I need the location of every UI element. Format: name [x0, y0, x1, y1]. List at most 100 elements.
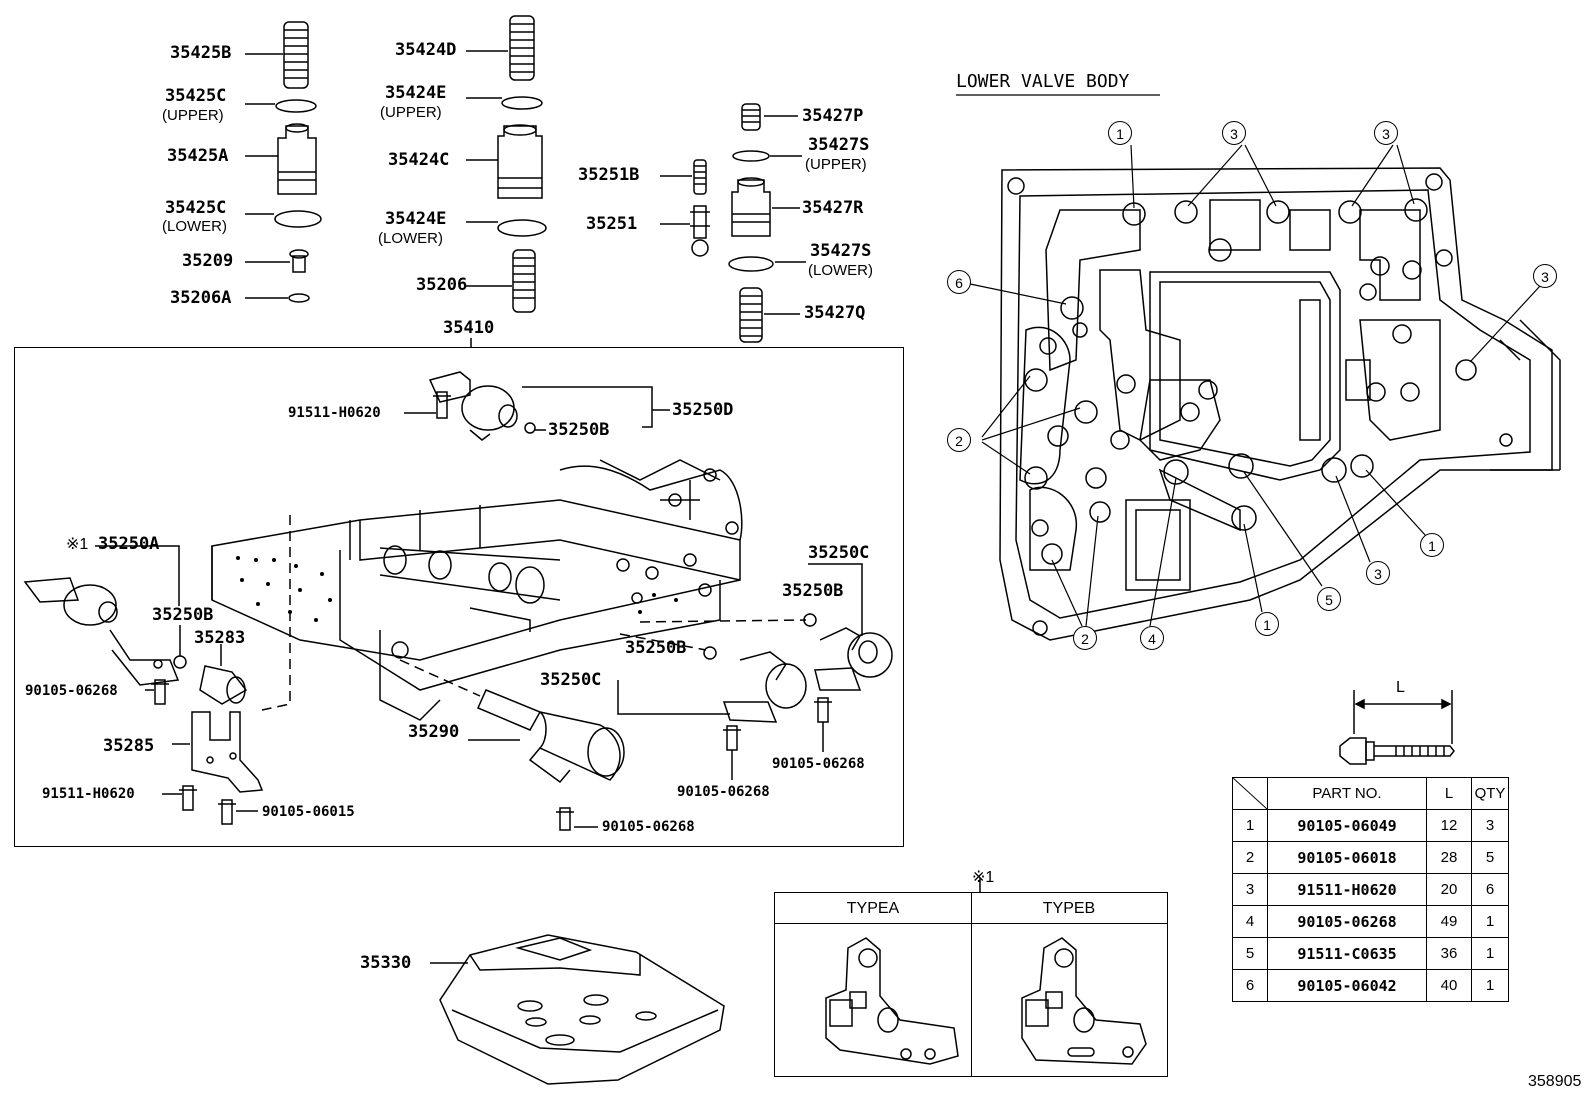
- row-number: 5: [1232, 937, 1268, 970]
- diagram-id: 358905: [1528, 1073, 1582, 1090]
- part-35424E-upper-label: 35424E: [385, 83, 447, 103]
- part-35206A-label: 35206A: [170, 288, 232, 308]
- spring-35206: [512, 249, 536, 313]
- callout-bolt-6: 6: [947, 270, 971, 294]
- part-35250B-right-label: 35250B: [782, 581, 844, 601]
- row-number: 6: [1232, 969, 1268, 1002]
- oring-35424E-lower: [497, 219, 547, 237]
- bolt-90105-06015-label: 90105-06015: [262, 804, 355, 820]
- sleeve-35283: [199, 665, 248, 705]
- row-part-no: 90105-06042: [1267, 969, 1427, 1002]
- row-length: 20: [1426, 873, 1472, 906]
- table-header-corner: [1232, 777, 1268, 810]
- part-35250A-label: 35250A: [98, 534, 160, 554]
- part-35424E-lower-label: 35424E: [385, 209, 447, 229]
- lower-note-c: (LOWER): [808, 262, 873, 279]
- part-35250C-mid-label: 35250C: [540, 670, 602, 690]
- callout-bolt-3: 3: [1366, 561, 1390, 585]
- part-35209-label: 35209: [182, 251, 234, 271]
- bracket-35285: [191, 711, 264, 793]
- row-qty: 6: [1471, 873, 1509, 906]
- part-35250C-right-label: 35250C: [808, 543, 870, 563]
- row-part-no: 90105-06018: [1267, 841, 1427, 874]
- table-row: 2 90105-06018 28 5: [1232, 841, 1509, 874]
- oring-35425C-lower: [274, 210, 322, 228]
- row-length: 40: [1426, 969, 1472, 1002]
- spring-35425B: [283, 21, 309, 89]
- row-length: 36: [1426, 937, 1472, 970]
- type-box-mark: ※1: [972, 869, 995, 886]
- upper-note-c: (UPPER): [805, 156, 867, 173]
- part-35206-label: 35206: [416, 275, 468, 295]
- callout-leaders: [969, 144, 1541, 627]
- sleeve-35427R: [731, 177, 771, 237]
- callout-bolt-5: 5: [1317, 587, 1341, 611]
- type-reference-mark: ※1: [66, 536, 89, 553]
- bolt-length-diagram: [1339, 690, 1455, 765]
- type-b-solenoid: [1021, 937, 1147, 1065]
- bolt-90105-06268-mid-label: 90105-06268: [677, 784, 770, 800]
- spring-35424D: [509, 15, 535, 81]
- plug-35209: [289, 249, 309, 273]
- table-row: 1 90105-06049 12 3: [1232, 809, 1509, 842]
- part-35427P-label: 35427P: [802, 106, 864, 126]
- type-a-solenoid: [825, 937, 959, 1065]
- oring-35427S-upper: [732, 150, 770, 162]
- row-number: 1: [1232, 809, 1268, 842]
- row-part-no: 91511-H0620: [1267, 873, 1427, 906]
- header-part-no: PART NO.: [1267, 777, 1427, 810]
- part-35290-label: 35290: [408, 722, 460, 742]
- callout-bolt-1: 1: [1420, 533, 1444, 557]
- callout-bolt-4: 4: [1140, 626, 1164, 650]
- header-qty: QTY: [1471, 777, 1509, 810]
- row-qty: 1: [1471, 937, 1509, 970]
- sleeve-35425A: [277, 123, 317, 195]
- table-row: 5 91511-C0635 36 1: [1232, 937, 1509, 970]
- callout-bolt-1: 1: [1255, 612, 1279, 636]
- part-35425B-label: 35425B: [170, 43, 232, 63]
- bolt-91511-H0620-bottom-label: 91511-H0620: [42, 786, 135, 802]
- spring-35427P: [741, 103, 761, 131]
- bolt-parts-table: PART NO. L QTY 1 90105-06049 12 3 2 9010…: [1232, 777, 1509, 1002]
- callout-bolt-3: 3: [1533, 264, 1557, 288]
- bolt-91511-H0620-top-label: 91511-H0620: [288, 405, 381, 421]
- type-b-label: TYPEB: [1042, 900, 1096, 917]
- oil-strainer-35330: [439, 934, 725, 1085]
- callout-bolt-3: 3: [1374, 121, 1398, 145]
- part-35283-label: 35283: [194, 628, 246, 648]
- bolt-90105-06268-center-label: 90105-06268: [602, 819, 695, 835]
- table-row: 6 90105-06042 40 1: [1232, 969, 1509, 1002]
- diagonal-divider-icon: [1233, 778, 1267, 809]
- lower-note-a: (LOWER): [162, 218, 227, 235]
- part-35427Q-label: 35427Q: [804, 303, 866, 323]
- part-35427R-label: 35427R: [802, 198, 864, 218]
- row-number: 4: [1232, 905, 1268, 938]
- bolt-90105-06268-center: [556, 807, 574, 831]
- callout-bolt-2: 2: [947, 428, 971, 452]
- part-35330-label: 35330: [360, 953, 412, 973]
- spring-35427Q: [739, 287, 763, 343]
- clip-35206A: [288, 293, 310, 303]
- part-35251-label: 35251: [586, 214, 638, 234]
- sleeve-35424C: [497, 124, 543, 199]
- row-length: 28: [1426, 841, 1472, 874]
- spring-35251B: [693, 159, 707, 195]
- lower-valve-body: [999, 167, 1561, 641]
- part-35424C-label: 35424C: [388, 150, 450, 170]
- row-qty: 1: [1471, 905, 1509, 938]
- solenoid-35290: [477, 689, 625, 784]
- row-qty: 3: [1471, 809, 1509, 842]
- part-35250B-mid-label: 35250B: [625, 638, 687, 658]
- part-35250B-left-label: 35250B: [152, 605, 214, 625]
- solenoid-type-box: TYPEA TYPEB: [774, 892, 1168, 1077]
- header-length: L: [1426, 777, 1472, 810]
- oring-35250B-mid: [703, 646, 717, 660]
- oring-35424E-upper: [501, 96, 543, 110]
- row-qty: 1: [1471, 969, 1509, 1002]
- solenoid-35250D: [428, 371, 536, 441]
- row-length: 12: [1426, 809, 1472, 842]
- table-header-row: PART NO. L QTY: [1232, 777, 1509, 810]
- part-35427S-upper-label: 35427S: [808, 135, 870, 155]
- bolt-90105-06268-left-label: 90105-06268: [25, 683, 118, 699]
